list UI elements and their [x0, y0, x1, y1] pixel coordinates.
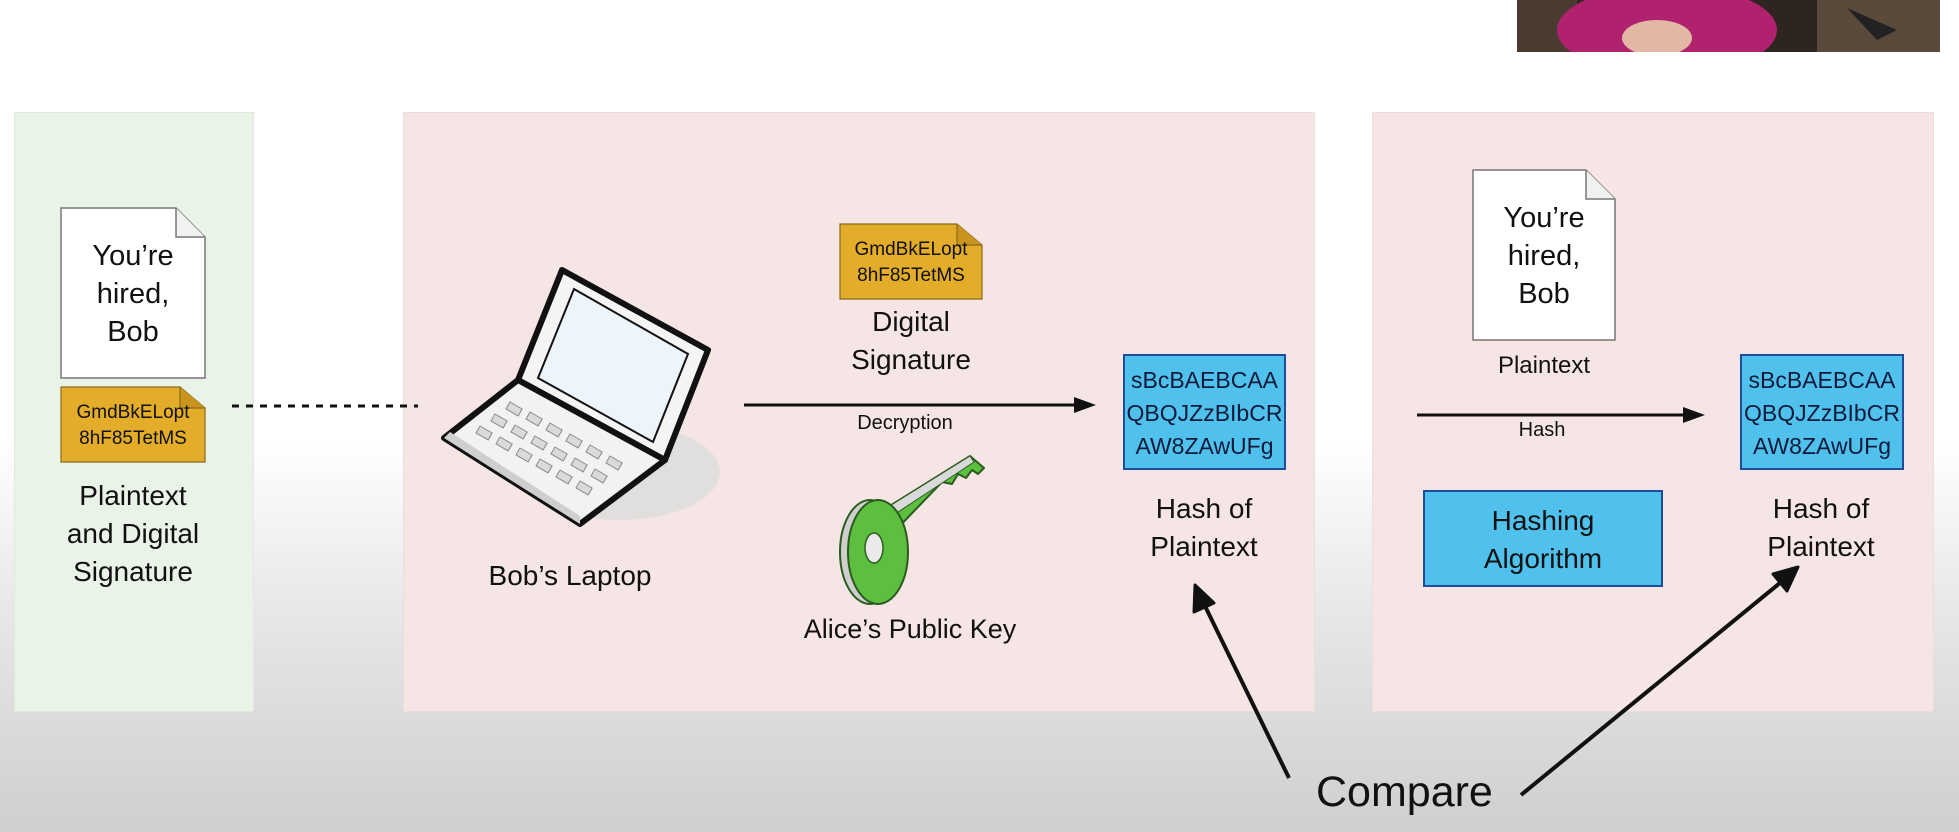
document-text: You’re hired, Bob	[1503, 202, 1585, 310]
plaintext-document: You’re hired, Bob	[60, 207, 206, 379]
signature-note-icon	[60, 386, 206, 463]
signature-text: GmdBkELopt 8hF85TetMS	[76, 402, 190, 449]
digital-signature-note: GmdBkELopt 8hF85TetMS	[60, 386, 206, 463]
laptop-icon	[441, 267, 720, 527]
hash-box-computed: sBcBAEBCAA QBQJZzBIbCR AW8ZAwUFg	[1740, 354, 1904, 470]
hash-box-decrypted: sBcBAEBCAA QBQJZzBIbCR AW8ZAwUFg	[1123, 354, 1286, 470]
hash-label: Hash	[1518, 419, 1566, 441]
decryption-arrow	[744, 397, 1096, 413]
document-icon	[60, 207, 206, 379]
webcam-video	[1517, 0, 1940, 52]
hash-label-decrypted: Hash of Plaintext	[1150, 493, 1258, 562]
digital-signature-label: Digital Signature	[851, 306, 971, 375]
decryption-label: Decryption	[857, 412, 953, 434]
signature-note-icon	[839, 223, 983, 300]
hash-arrow	[1417, 407, 1705, 423]
plaintext-label: Plaintext	[1497, 352, 1591, 379]
laptop-label: Bob’s Laptop	[488, 560, 652, 591]
plaintext-and-signature-caption: Plaintext and Digital Signature	[66, 480, 200, 587]
digital-signature-note-middle: GmdBkELopt 8hF85TetMS	[839, 223, 983, 300]
key-icon	[839, 455, 985, 605]
signature-text: GmdBkELopt 8hF85TetMS	[854, 239, 968, 286]
hashing-algorithm-box: Hashing Algorithm	[1423, 490, 1663, 587]
hash-label-computed: Hash of Plaintext	[1767, 493, 1875, 562]
document-icon	[1472, 169, 1616, 341]
document-text: You’re hired, Bob	[92, 240, 174, 348]
key-label: Alice’s Public Key	[803, 614, 1017, 644]
plaintext-document-right: You’re hired, Bob	[1472, 169, 1616, 341]
dotted-connector	[232, 404, 418, 408]
compare-label: Compare	[1316, 768, 1493, 816]
